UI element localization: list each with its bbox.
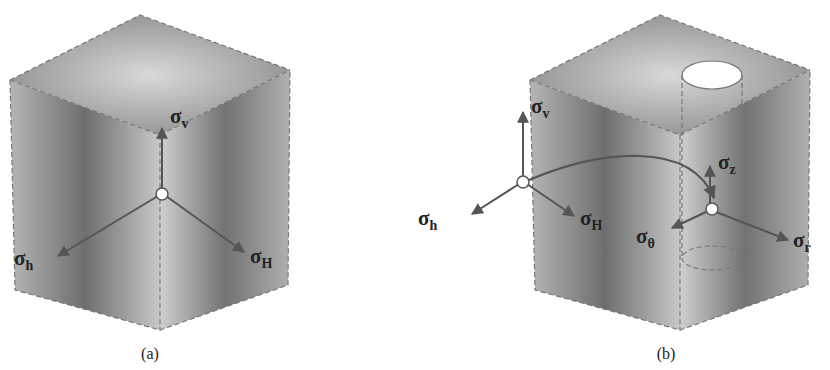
stress-symbol: σh <box>14 248 33 269</box>
stress-symbol: σz <box>718 152 736 173</box>
stress-symbol: σH <box>250 246 272 267</box>
stress-symbol: σH <box>580 208 602 229</box>
cube-b <box>472 15 810 330</box>
stress-symbol: σv <box>531 96 549 117</box>
stress-symbol: σr <box>793 230 811 251</box>
panel-caption: (b) <box>657 346 676 362</box>
cube-a <box>10 15 290 330</box>
stress-symbol: σθ <box>636 226 655 247</box>
panel-caption: (a) <box>141 346 159 362</box>
stress-symbol: σv <box>170 106 188 127</box>
stress-symbol: σh <box>418 208 437 229</box>
